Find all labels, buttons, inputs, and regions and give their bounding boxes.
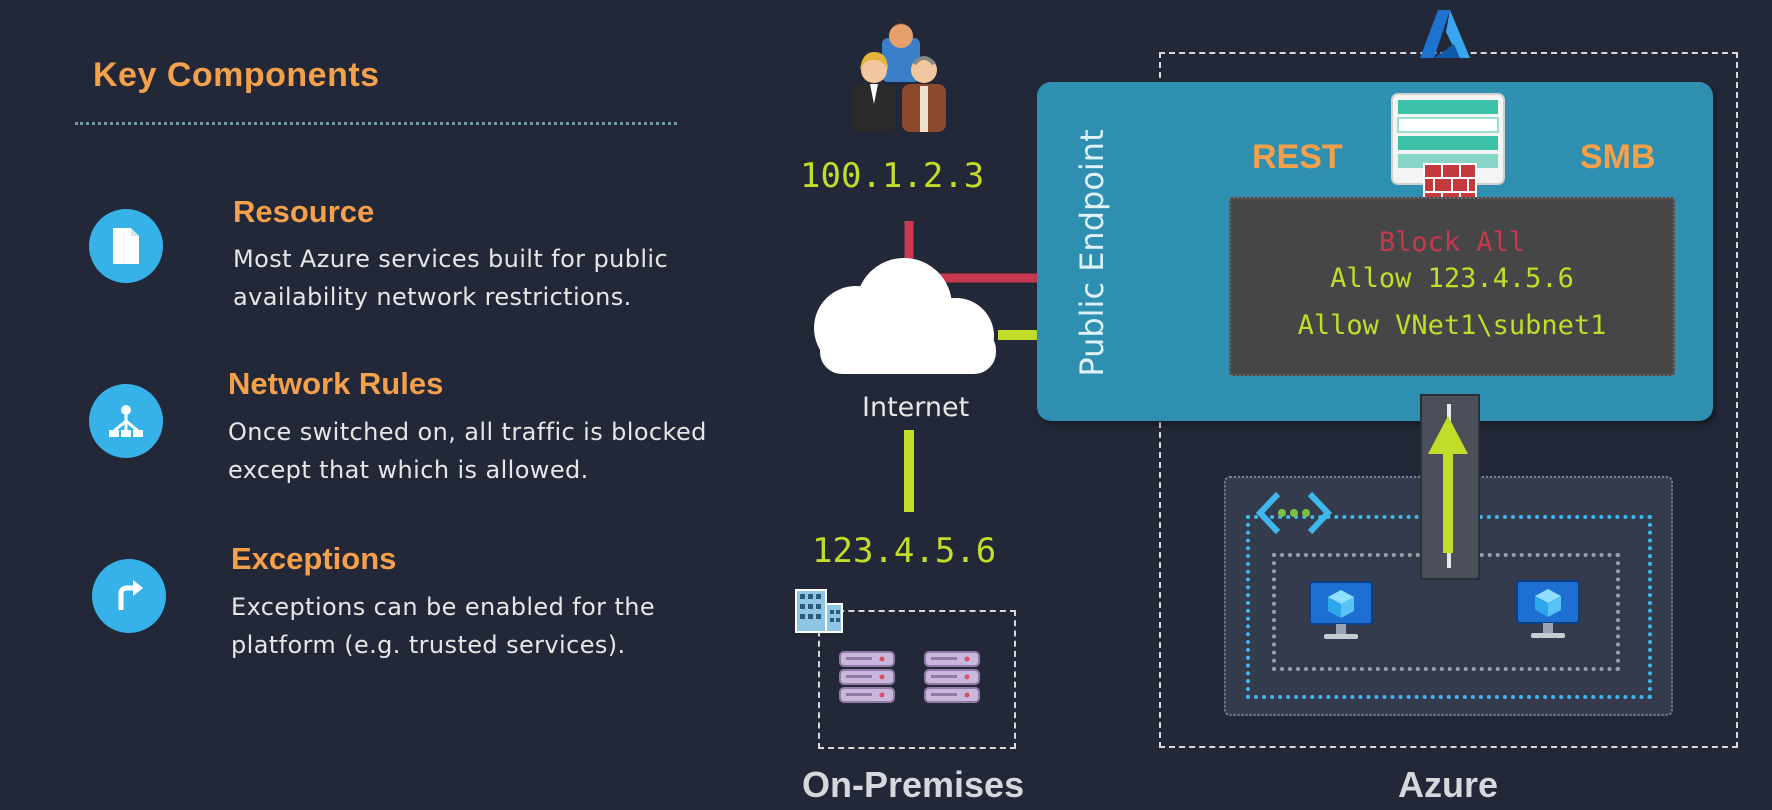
turn-right-arrow-icon bbox=[92, 559, 166, 633]
rule-allow-ip: Allow 123.4.5.6 bbox=[1330, 263, 1574, 294]
server-icon-1 bbox=[838, 648, 896, 712]
server-icon-2 bbox=[923, 648, 981, 712]
rule-block-all: Block All bbox=[1378, 227, 1526, 258]
component-title-network-rules: Network Rules bbox=[228, 366, 444, 401]
rule-allow-vnet: Allow VNet1\subnet1 bbox=[1297, 310, 1607, 341]
vnet-icon bbox=[1255, 490, 1333, 540]
component-title-resource: Resource bbox=[233, 194, 375, 229]
allowed-vnet-arrow bbox=[1428, 416, 1468, 553]
users-ip-label: 100.1.2.3 bbox=[800, 156, 985, 196]
virtual-machine-icon-1 bbox=[1308, 580, 1374, 646]
component-description-exceptions: Exceptions can be enabled for the platfo… bbox=[231, 593, 656, 659]
onprem-boundary bbox=[818, 610, 1016, 749]
document-icon bbox=[89, 209, 163, 283]
office-building-icon bbox=[790, 584, 846, 638]
storage-account-icon bbox=[1390, 92, 1512, 216]
azure-label: Azure bbox=[1398, 764, 1499, 805]
onprem-label: On-Premises bbox=[802, 764, 1025, 805]
network-rules-box: Block All Allow 123.4.5.6 Allow VNet1\su… bbox=[1229, 197, 1675, 376]
internet-cloud-icon bbox=[800, 256, 1006, 384]
component-title-exceptions: Exceptions bbox=[231, 541, 397, 576]
protocol-rest-label: REST bbox=[1252, 138, 1343, 176]
title-divider bbox=[75, 122, 677, 125]
internet-label: Internet bbox=[862, 392, 970, 423]
azure-logo-icon bbox=[1418, 8, 1472, 64]
onprem-ip-label: 123.4.5.6 bbox=[812, 531, 997, 571]
virtual-machine-icon-2 bbox=[1515, 579, 1581, 645]
component-description-network-rules: Once switched on, all traffic is blocked… bbox=[228, 418, 707, 484]
component-description-resource: Most Azure services built for public ava… bbox=[233, 245, 669, 311]
network-tree-icon bbox=[89, 384, 163, 458]
users-group-icon bbox=[848, 12, 952, 138]
public-endpoint-label: Public Endpoint bbox=[1073, 129, 1111, 377]
protocol-smb-label: SMB bbox=[1580, 138, 1656, 176]
section-title: Key Components bbox=[93, 56, 380, 94]
